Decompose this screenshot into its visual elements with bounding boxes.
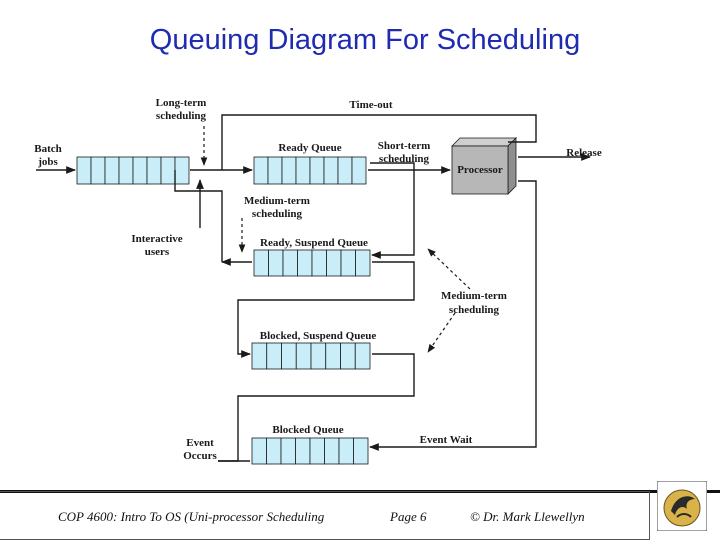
queue-slot (311, 249, 327, 277)
medium-term-right-label: Medium-term (441, 290, 507, 302)
interactive-users-label-2: users (145, 246, 170, 258)
queue-slot (90, 156, 106, 185)
blocked-suspend-queue (251, 342, 371, 370)
footer-copyright: © Dr. Mark Llewellyn (470, 509, 585, 524)
queue-slot (160, 156, 176, 185)
queue-slot (253, 156, 269, 185)
ready-queue (253, 156, 367, 185)
queue-slot (118, 156, 134, 185)
queue-slot (340, 249, 356, 277)
queue-slot (310, 342, 327, 370)
medium-term-upper-label: Medium-term (244, 195, 310, 207)
queue-slot (323, 156, 339, 185)
blocked-queue-label: Blocked Queue (272, 424, 343, 436)
long-term-label-2: scheduling (156, 110, 207, 122)
batch-queue (76, 156, 190, 185)
pegasus-logo-icon (657, 481, 707, 531)
time-out-label: Time-out (349, 99, 393, 111)
queue-slot (340, 342, 356, 370)
blocked-suspend-label: Blocked, Suspend Queue (260, 330, 377, 342)
ready-queue-label: Ready Queue (278, 142, 341, 154)
event-occurs-label-2: Occurs (183, 450, 217, 462)
event-occurs-label: Event (186, 437, 214, 449)
long-term-label: Long-term (156, 97, 207, 109)
event-wait-label: Event Wait (420, 434, 473, 446)
release-label: Release (566, 147, 602, 159)
processor-box: Processor (451, 137, 517, 195)
queue-slot (104, 156, 120, 185)
processor-label: Processor (457, 164, 503, 176)
queue-slot (251, 342, 268, 370)
queue-slot (326, 249, 342, 277)
queue-slot (146, 156, 162, 185)
queue-slot (280, 437, 296, 465)
ready-suspend-label: Ready, Suspend Queue (260, 237, 368, 249)
queue-slot (295, 342, 312, 370)
queue-slot (295, 156, 311, 185)
queue-slot (132, 156, 148, 185)
queue-slot (338, 437, 354, 465)
flow-lines (36, 114, 591, 462)
batch-jobs-label: Batch (34, 143, 62, 155)
queue-slot (337, 156, 353, 185)
short-term-label-2: scheduling (379, 153, 430, 165)
footer-page: Page 6 (390, 509, 427, 524)
queue-slot (281, 156, 297, 185)
queue-slot (267, 156, 283, 185)
queue-slot (253, 249, 269, 277)
footer-course: COP 4600: Intro To OS (Uni-processor Sch… (58, 509, 325, 524)
queue-slot (268, 249, 284, 277)
queue-slot (297, 249, 313, 277)
queue-slot (295, 437, 311, 465)
queue-slot (324, 437, 340, 465)
queue-slot (251, 437, 267, 465)
queue-slot (281, 342, 297, 370)
queue-slot (174, 156, 190, 185)
medium-term-upper-label-2: scheduling (252, 208, 303, 220)
ready-suspend-queue (253, 249, 371, 277)
short-term-label: Short-term (378, 140, 431, 152)
blocked-queue (251, 437, 369, 465)
queue-slot (309, 437, 325, 465)
batch-jobs-label-2: jobs (37, 156, 58, 168)
queue-slot (309, 156, 325, 185)
queue-slot (266, 437, 282, 465)
queue-slot (355, 249, 371, 277)
queue-slot (354, 342, 371, 370)
medium-term-right-label-2: scheduling (449, 304, 500, 316)
queue-slot (76, 156, 92, 185)
queue-slot (266, 342, 282, 370)
queue-slot (353, 437, 369, 465)
slide-title: Queuing Diagram For Scheduling (149, 24, 581, 56)
interactive-users-label: Interactive (131, 233, 182, 245)
scheduling-dashed-arrows (200, 126, 471, 353)
queue-slot (351, 156, 367, 185)
queue-slot (282, 249, 298, 277)
queue-slot (325, 342, 341, 370)
